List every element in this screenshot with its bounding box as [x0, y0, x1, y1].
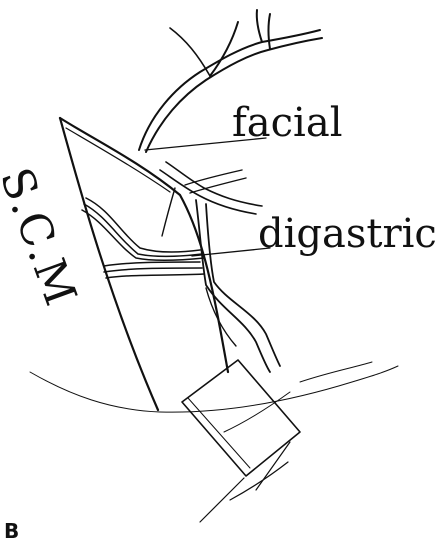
label-facial: facial: [232, 100, 343, 146]
label-scm: S.C.M: [0, 161, 87, 313]
panel-letter: B: [4, 519, 19, 542]
neck-contour: [30, 366, 398, 412]
digastric-muscle: [82, 198, 204, 278]
label-digastric: digastric: [258, 211, 437, 257]
